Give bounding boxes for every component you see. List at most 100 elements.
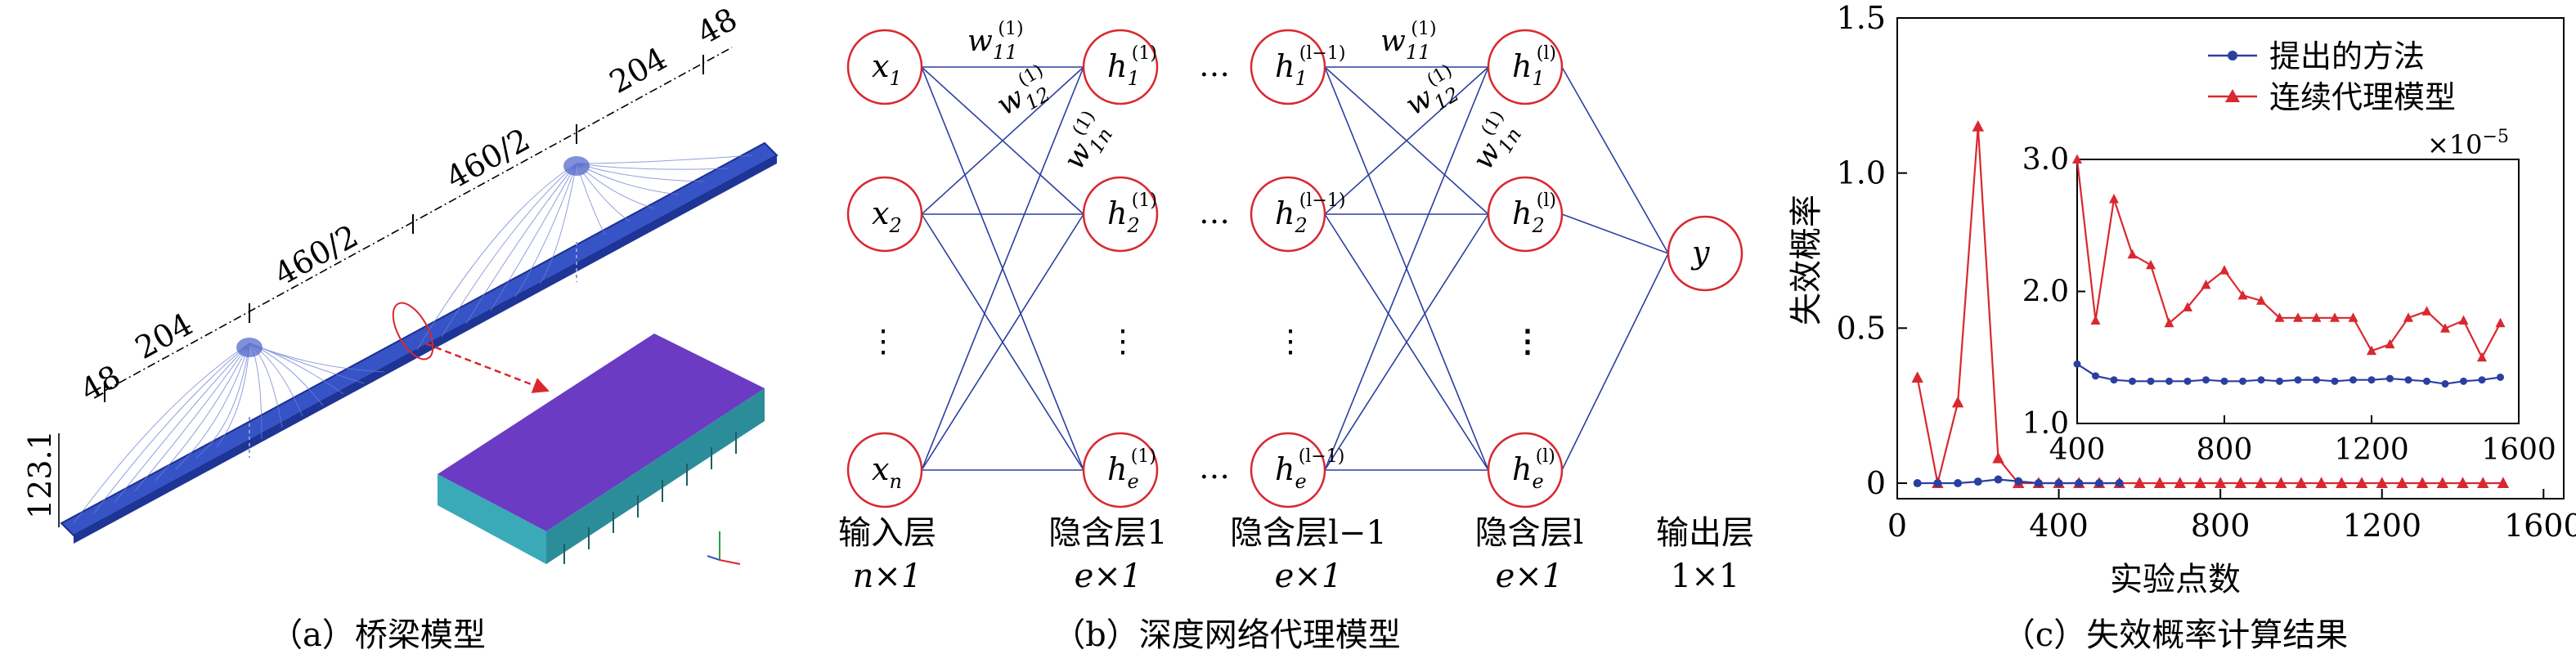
series-proposed-point — [1954, 479, 1963, 488]
series-continuous-point — [2134, 477, 2146, 489]
inset-series-continuous-point — [2127, 249, 2138, 259]
caption-a: （a）桥梁模型 — [270, 616, 486, 654]
network-nodes: x1x2xnh1(1)h2(1)he(1)h1(l−1)h2(l−1)he(l−… — [846, 29, 1744, 508]
inset-series-continuous-point — [2367, 345, 2376, 356]
inset-series-proposed-point — [2367, 376, 2376, 384]
inset-series-continuous-point — [2274, 312, 2285, 322]
series-proposed-point — [2115, 479, 2124, 488]
inset-series-proposed-point — [2386, 374, 2394, 383]
weight-w1n-l: w1n(1) — [1461, 107, 1529, 178]
inset-series-proposed-point — [2404, 376, 2412, 384]
series-continuous-point — [2315, 477, 2327, 489]
layer-input-label: 输入层 — [838, 514, 936, 552]
series-continuous-point — [2295, 477, 2308, 489]
inset-series-proposed-point — [2313, 376, 2320, 384]
dimension-line — [104, 47, 733, 392]
series-continuous-point — [2477, 477, 2489, 489]
dim-label-204-right: 204 — [604, 40, 673, 101]
series-continuous-point — [2275, 477, 2287, 489]
inset-series-continuous-point — [2201, 279, 2211, 289]
inset-series-proposed-point — [2183, 377, 2192, 385]
node-h1-2: h2(1) — [1082, 176, 1159, 253]
weight-w11-l: w11(1) — [1380, 19, 1437, 64]
svg-text:he(l−1): he(l−1) — [1275, 446, 1344, 493]
inset-series-proposed-point — [2276, 377, 2283, 385]
inset-series-proposed-point — [2110, 376, 2118, 384]
node-hl-2: h2(l) — [1487, 176, 1564, 253]
inset-series-proposed-point — [2441, 380, 2449, 388]
layer-output-dim: 1×1 — [1671, 558, 1739, 595]
inset-series-proposed-point — [2165, 377, 2173, 385]
inset-y-tick-label: 1.0 — [2022, 407, 2069, 441]
series-continuous-point — [2153, 477, 2166, 489]
inset-series-continuous-point — [2477, 352, 2487, 362]
tower-right — [563, 156, 590, 176]
series-continuous-point — [2214, 477, 2227, 489]
x-axis-label: 实验点数 — [2110, 561, 2241, 598]
main-chart-series — [1911, 119, 2510, 489]
vdots-input: ⋮ — [868, 323, 899, 359]
cable-fan-left — [73, 343, 385, 524]
series-continuous-point — [1992, 451, 2004, 464]
detail-marker — [392, 302, 434, 361]
dim-label-204-left: 204 — [129, 306, 199, 366]
ellipsis-row4: … — [1199, 450, 1230, 486]
svg-text:h1(1): h1(1) — [1107, 43, 1157, 90]
series-proposed-point — [2075, 479, 2084, 488]
dim-label-460-left: 460/2 — [268, 217, 364, 293]
vdots-hidden1: ⋮ — [1107, 323, 1138, 359]
inset-series-proposed-point — [2239, 377, 2246, 385]
node-h1-e: he(1) — [1082, 432, 1159, 508]
node-y: y — [1667, 215, 1744, 292]
x-tick-label: 0 — [1887, 508, 1907, 544]
inset-series-continuous-point — [2256, 295, 2266, 305]
series-proposed-point — [1973, 477, 1982, 486]
series-proposed-point — [1994, 475, 2003, 484]
series-continuous-point — [2336, 477, 2348, 489]
svg-text:he(1): he(1) — [1107, 446, 1156, 493]
svg-text:x2: x2 — [872, 195, 902, 237]
node-h1-1: h1(1) — [1082, 29, 1159, 105]
inset-y-tick-label: 2.0 — [2022, 276, 2069, 309]
node-hl1-1: h1(l−1) — [1250, 29, 1345, 105]
inset-series-continuous-point — [2183, 302, 2192, 311]
series-continuous-point — [1911, 371, 1923, 383]
height-label: 123.1 — [22, 430, 58, 519]
inset-x-tick-label: 800 — [2197, 433, 2253, 467]
inset-series-proposed-point — [2478, 376, 2486, 384]
layer-hidden1-dim: e×1 — [1075, 558, 1142, 595]
vdots-hiddenl1: ⋮ — [1275, 323, 1306, 359]
vdots-hiddenl: ⋮ — [1512, 322, 1543, 359]
series-continuous-point — [2355, 477, 2368, 489]
svg-text:h1(l−1): h1(l−1) — [1275, 43, 1345, 90]
svg-text:he(l): he(l) — [1512, 446, 1555, 493]
layer-input-dim: n×1 — [853, 558, 922, 595]
inset-series-continuous-point — [2385, 338, 2395, 349]
legend-label-proposed: 提出的方法 — [2269, 38, 2425, 74]
panel-a-bridge-model: 48 204 460/2 460/2 204 48 123.1 — [22, 1, 779, 654]
series-continuous-point — [1972, 119, 1984, 132]
inset-series-proposed-point — [2294, 376, 2302, 384]
tower-left — [236, 338, 263, 357]
node-hl-1: h1(l) — [1487, 29, 1564, 105]
weight-w12-1: w12(1) — [989, 60, 1060, 128]
layer-hiddenl1-dim: e×1 — [1275, 558, 1343, 595]
series-continuous-point — [2174, 477, 2186, 489]
inset-series-continuous-point — [2164, 317, 2174, 328]
y-axis-label: 失效概率 — [1788, 195, 1825, 325]
series-continuous-point — [2396, 477, 2408, 489]
series-proposed-point — [2054, 479, 2063, 488]
series-continuous-point — [2234, 477, 2247, 489]
ellipsis-row1: … — [1199, 47, 1230, 83]
inset-series-continuous-point — [2109, 193, 2119, 204]
series-proposed-point — [1913, 479, 1922, 488]
series-continuous-point — [2416, 477, 2429, 489]
dim-label-48-right: 48 — [691, 1, 743, 52]
legend-label-continuous: 连续代理模型 — [2269, 79, 2456, 115]
main-plot-frame — [1896, 17, 2565, 499]
inset-x-tick-label: 400 — [2049, 433, 2106, 467]
inset-series-proposed-point — [2497, 373, 2504, 381]
inset-series-continuous-point — [2293, 312, 2303, 322]
